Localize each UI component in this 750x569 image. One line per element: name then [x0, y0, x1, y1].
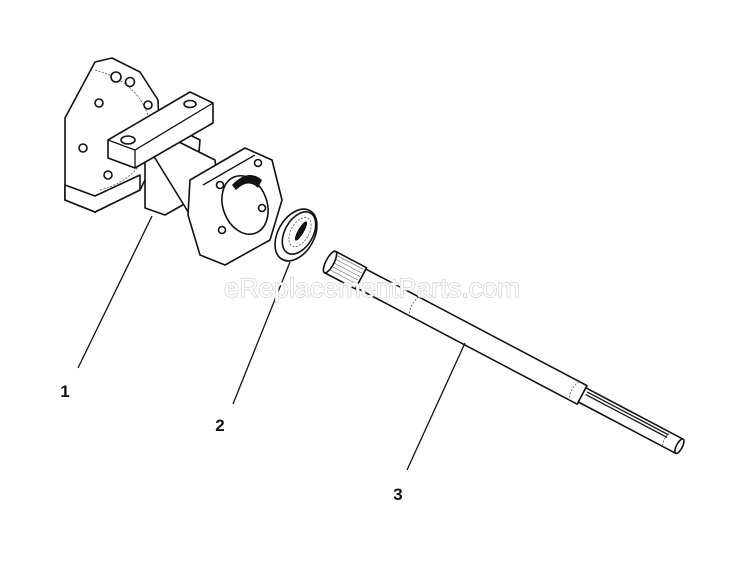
callout-3[interactable]: 3: [393, 485, 402, 504]
callout-1[interactable]: 1: [60, 382, 69, 401]
shaft-part[interactable]: [321, 250, 688, 459]
leader-line-3: [406, 342, 466, 471]
callout-2[interactable]: 2: [215, 416, 224, 435]
housing-part[interactable]: [64, 57, 283, 266]
seal-part[interactable]: [266, 202, 325, 268]
leader-line-1: [77, 215, 153, 369]
watermark: eReplacementParts.com: [224, 273, 520, 303]
leader-line-2: [232, 261, 291, 405]
